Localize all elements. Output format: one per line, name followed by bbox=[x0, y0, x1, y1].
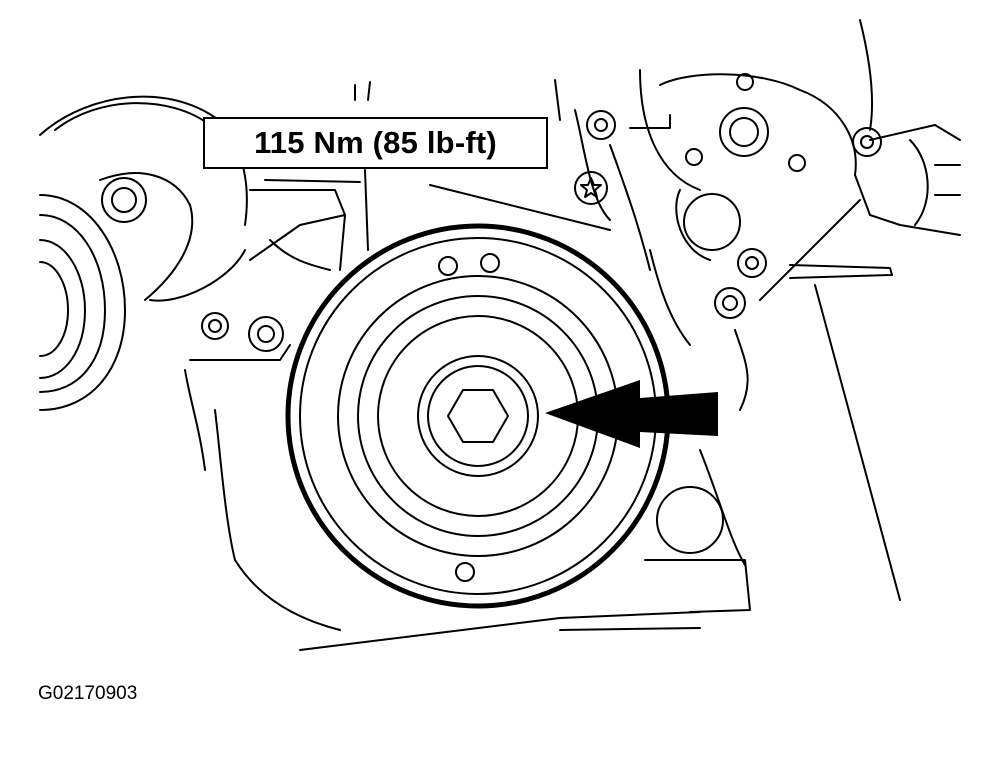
torx-bolt-icon bbox=[574, 171, 608, 205]
water-pump-pulley bbox=[639, 69, 857, 191]
callout-arrow-icon bbox=[545, 380, 718, 448]
mount-bolt-left bbox=[201, 312, 229, 340]
left-idler-pulley bbox=[39, 95, 231, 411]
housing-bolt-top-right bbox=[852, 127, 882, 157]
tensioner-bolt-upper bbox=[101, 177, 147, 223]
housing-bolt-mid bbox=[737, 248, 767, 278]
crankshaft-bolt-hex-icon bbox=[447, 389, 509, 443]
figure-id: G02170903 bbox=[38, 683, 138, 704]
mount-bolt-center bbox=[248, 316, 284, 352]
housing-bolt-lower bbox=[714, 287, 746, 319]
torque-spec-label: 115 Nm (85 lb-ft) bbox=[203, 117, 548, 169]
lower-boss bbox=[644, 486, 751, 613]
housing-bolt-top-left bbox=[586, 110, 616, 140]
